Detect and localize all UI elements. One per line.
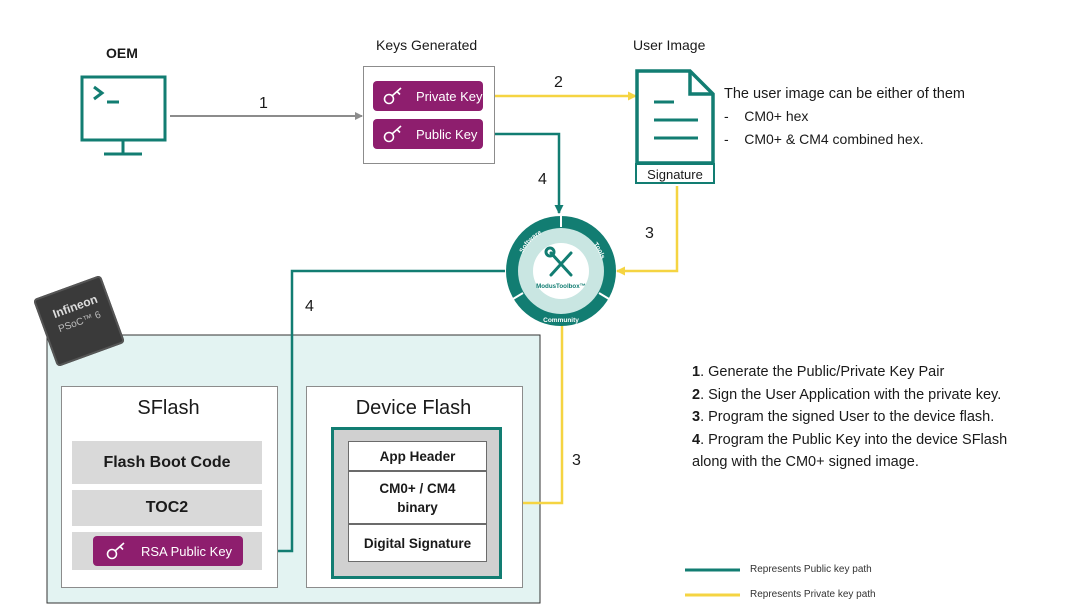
ring-community-label: Community (543, 317, 579, 324)
step-label-4-public: 4 (538, 171, 547, 188)
step-description-4-cont: along with the CM0+ signed image. (692, 454, 919, 470)
binary-cell: CM0+ / CM4 binary (348, 471, 487, 524)
key-icon (383, 87, 402, 105)
toc2-block: TOC2 (72, 490, 262, 526)
steps-list: 1. Generate the Public/Private Key Pair … (692, 361, 1007, 474)
legend-public-label: Represents Public key path (750, 564, 872, 575)
modustoolbox-logo: Software Tools Community ModusToolbox™ (506, 215, 616, 326)
legend-private-label: Represents Private key path (750, 589, 876, 600)
step-description-2: 2. Sign the User Application with the pr… (692, 386, 1002, 403)
public-key-badge: Public Key (373, 119, 483, 149)
modus-center-label: ModusToolbox™ (536, 283, 586, 290)
digital-signature-cell: Digital Signature (348, 524, 487, 562)
signed-image-block: App Header CM0+ / CM4 binary Digital Sig… (331, 427, 502, 579)
step-description-3: 3. Program the signed User to the device… (692, 409, 995, 425)
step-label-1: 1 (259, 95, 268, 112)
tools-icon (544, 246, 573, 277)
user-image-note: The user image can be either of them (724, 86, 965, 102)
arrow-image-to-tool (616, 186, 679, 276)
step-description-4: 4. Program the Public Key into the devic… (692, 431, 1008, 448)
keys-generated-title: Keys Generated (376, 37, 478, 53)
rsa-public-key-badge: RSA Public Key (93, 536, 243, 566)
rsa-public-key-label: RSA Public Key (141, 543, 233, 559)
oem-label: OEM (106, 45, 138, 61)
private-key-label: Private Key (416, 88, 483, 104)
step-label-2: 2 (554, 74, 563, 91)
document-icon (635, 69, 715, 184)
step-description-1: 1. Generate the Public/Private Key Pair (692, 364, 945, 380)
user-image-option-1: - CM0+ hex (724, 108, 809, 124)
step-label-3-device: 3 (572, 452, 581, 469)
app-header-cell: App Header (348, 441, 487, 471)
public-key-label: Public Key (416, 126, 478, 142)
binary-line-2: binary (397, 499, 438, 515)
arrow-tool-to-sflash (263, 269, 505, 556)
private-key-badge: Private Key (373, 81, 483, 111)
device-flash-title: Device Flash (355, 397, 472, 419)
sflash-title: SFlash (137, 397, 200, 419)
terminal-monitor-icon (80, 75, 167, 156)
key-icon (106, 542, 125, 560)
user-image-title: User Image (633, 37, 706, 53)
flash-boot-code-block: Flash Boot Code (72, 441, 262, 484)
signature-label: Signature (647, 167, 703, 182)
step-label-3-image: 3 (645, 225, 654, 242)
arrow-public-to-tool (484, 132, 564, 214)
key-icon (383, 125, 402, 143)
binary-line-1: CM0+ / CM4 (379, 480, 456, 496)
user-image-option-2: - CM0+ & CM4 combined hex. (724, 131, 924, 147)
step-label-4-sflash: 4 (305, 298, 314, 315)
